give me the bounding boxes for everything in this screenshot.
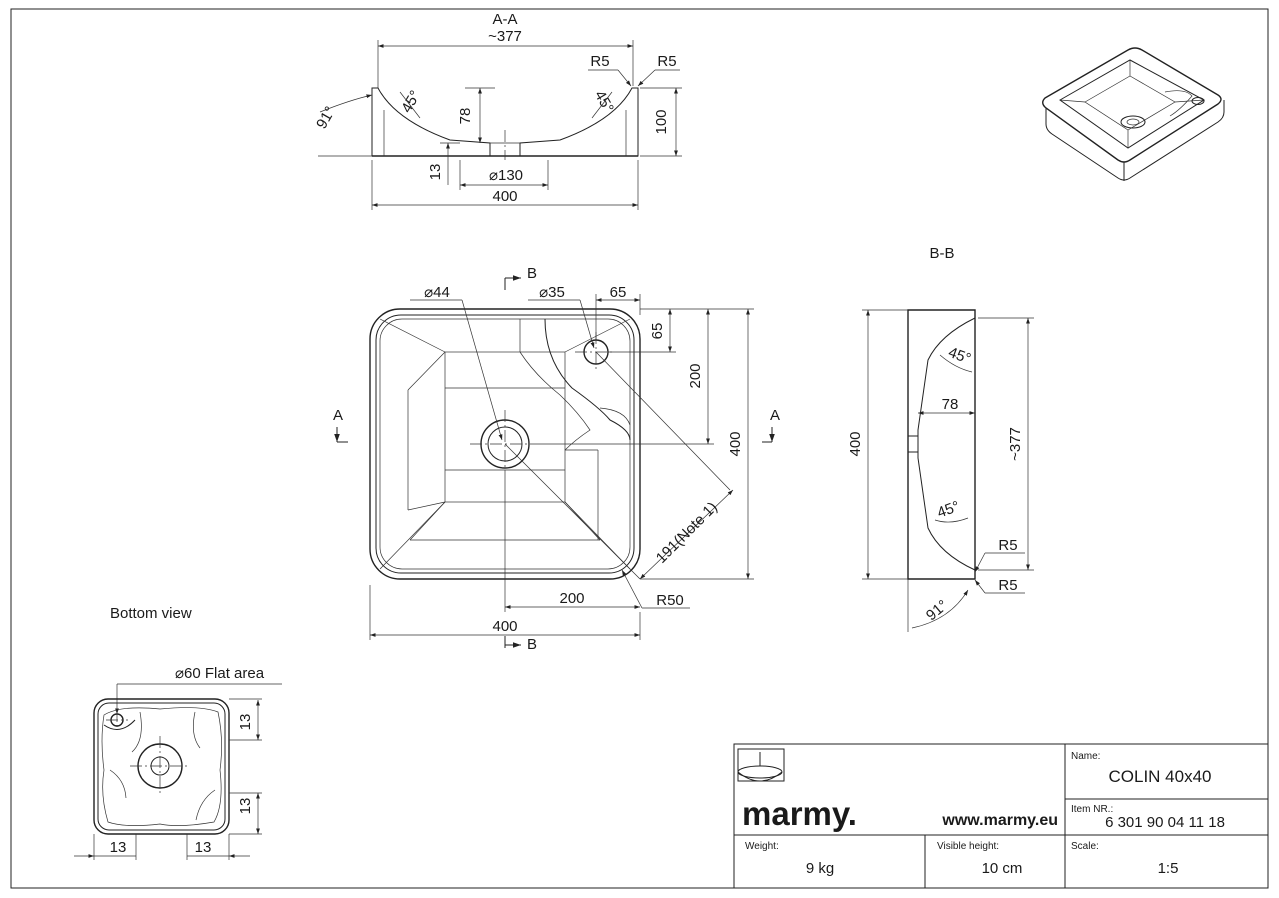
dim-plan-half-height-200: 200 <box>687 363 704 388</box>
dim-plan-tap-x-65: 65 <box>610 284 627 301</box>
aa-left-wall-hatch <box>371 87 491 157</box>
dim-bb-r5-top: R5 <box>998 537 1017 554</box>
dim-aa-drain-130: ⌀130 <box>489 167 523 184</box>
plan-mark-a-left: A <box>333 407 343 424</box>
dim-bb-angle-91: 91° <box>923 597 951 625</box>
plan-mark-a-right: A <box>770 407 780 424</box>
item-label: Item NR.: <box>1071 804 1113 815</box>
dim-aa-angle-45-left: 45° <box>398 88 424 116</box>
dim-bb-r5-bottom: R5 <box>998 577 1017 594</box>
dim-bottom-left-13: 13 <box>110 839 127 856</box>
plan-view: B B A A ⌀44 ⌀35 65 65 200 <box>333 265 780 653</box>
dim-bb-angle-45-bottom: 45° <box>935 498 962 522</box>
visible-height-value: 10 cm <box>982 860 1023 877</box>
scale-label: Scale: <box>1071 841 1099 852</box>
dim-aa-r5-left: R5 <box>590 53 609 70</box>
aa-right-wall-hatch <box>519 87 639 157</box>
dim-bottom-bottom-13: 13 <box>237 798 254 815</box>
dim-bb-angle-45-top: 45° <box>946 344 973 368</box>
dim-aa-top-377: ~377 <box>488 28 522 45</box>
item-value: 6 301 90 04 11 18 <box>1105 814 1225 831</box>
title-block: marmy. www.marmy.eu Name: COLIN 40x40 It… <box>733 743 1269 889</box>
dim-bb-inner-377: ~377 <box>1007 427 1024 461</box>
isometric-view <box>1042 47 1225 181</box>
dim-aa-r5-right: R5 <box>657 53 676 70</box>
dim-aa-height-100: 100 <box>653 109 670 134</box>
visible-height-label: Visible height: <box>937 841 999 852</box>
basin-logo-icon <box>737 748 785 782</box>
website-text: www.marmy.eu <box>941 812 1058 829</box>
dim-plan-height-400: 400 <box>727 431 744 456</box>
dim-plan-tap-35: ⌀35 <box>539 284 565 301</box>
weight-value: 9 kg <box>806 860 834 877</box>
section-aa-view: A-A ~377 R5 R5 91° 45° 45° 78 <box>313 11 682 210</box>
dim-aa-base-13: 13 <box>427 164 444 181</box>
dim-aa-width-400: 400 <box>492 188 517 205</box>
dim-bottom-right-13: 13 <box>195 839 212 856</box>
dim-plan-half-width-200: 200 <box>559 590 584 607</box>
dim-plan-tap-y-65: 65 <box>649 323 666 340</box>
name-value: COLIN 40x40 <box>1109 767 1212 786</box>
dim-plan-radius-r50: R50 <box>656 592 684 609</box>
name-label: Name: <box>1071 751 1100 762</box>
section-bb-title: B-B <box>929 245 954 262</box>
scale-value: 1:5 <box>1158 860 1179 877</box>
section-bb-view: B-B 400 45° 78 ~377 45° R5 R5 91° <box>847 245 1034 632</box>
dim-bottom-top-13: 13 <box>237 714 254 731</box>
brand-logo: marmy. <box>742 795 857 832</box>
dim-aa-depth-78: 78 <box>457 108 474 125</box>
dim-plan-drain-44: ⌀44 <box>424 284 450 301</box>
dim-plan-diag-191: 191(Note 1) <box>653 499 721 567</box>
sheet-border <box>10 8 1269 889</box>
bb-wall-hatch <box>907 309 976 580</box>
weight-label: Weight: <box>745 841 779 852</box>
plan-mark-b-top: B <box>527 265 537 282</box>
section-aa-title: A-A <box>492 11 517 28</box>
bottom-view: Bottom view ⌀60 Flat area 13 13 13 <box>74 605 282 860</box>
dim-bb-depth-78: 78 <box>942 396 959 413</box>
dim-bb-height-400: 400 <box>847 431 864 456</box>
dim-aa-angle-91: 91° <box>313 104 339 132</box>
plan-mark-b-bottom: B <box>527 636 537 653</box>
bottom-view-title: Bottom view <box>110 605 192 622</box>
dim-bottom-flat-area: ⌀60 Flat area <box>175 665 265 682</box>
dim-plan-width-400: 400 <box>492 618 517 635</box>
